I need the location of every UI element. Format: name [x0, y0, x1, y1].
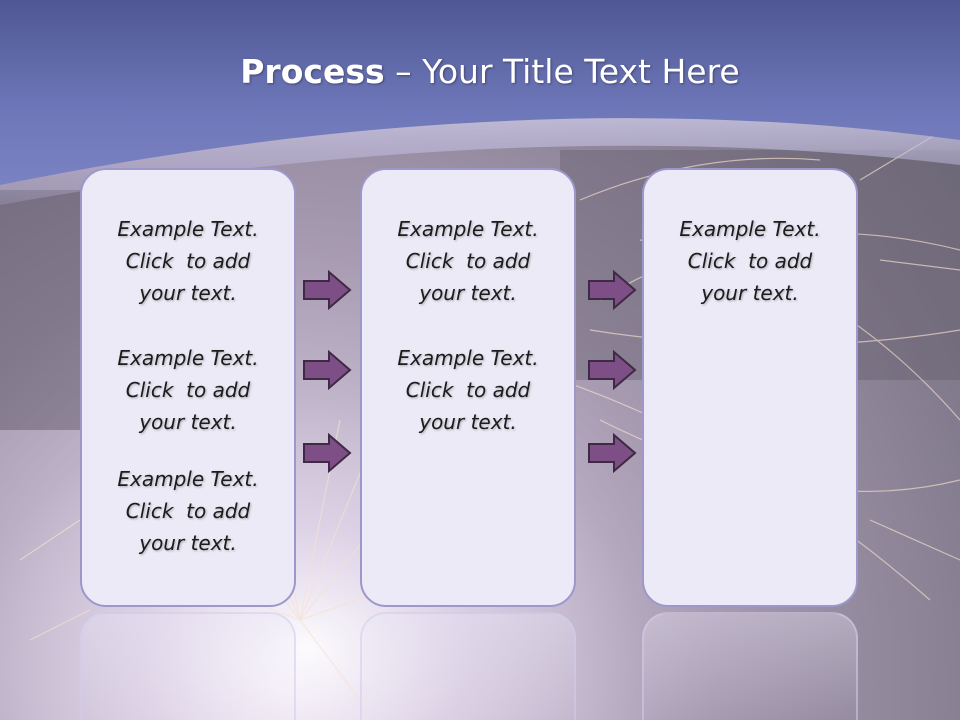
panel-2-text-2[interactable]: Example Text. Click to add your text.	[397, 346, 539, 434]
process-panel-2[interactable]: Example Text. Click to add your text. Ex…	[360, 168, 576, 607]
right-arrow-icon[interactable]	[587, 433, 637, 473]
panel-1-text-3[interactable]: Example Text. Click to add your text.	[117, 467, 259, 555]
right-arrow-icon[interactable]	[302, 433, 352, 473]
right-arrow-icon[interactable]	[302, 270, 352, 310]
slide-title[interactable]: Process – Your Title Text Here	[0, 52, 960, 91]
title-bold: Process	[240, 52, 385, 91]
panel-reflection-2	[360, 612, 576, 720]
right-arrow-icon[interactable]	[587, 270, 637, 310]
right-arrow-icon[interactable]	[587, 350, 637, 390]
panel-reflection-3	[642, 612, 858, 720]
process-panel-3[interactable]: Example Text. Click to add your text.	[642, 168, 858, 607]
panel-1-text-2[interactable]: Example Text. Click to add your text.	[117, 346, 259, 434]
right-arrow-icon[interactable]	[302, 350, 352, 390]
panel-2-text-1[interactable]: Example Text. Click to add your text.	[397, 217, 539, 305]
title-rest: – Your Title Text Here	[384, 52, 740, 91]
panel-1-text-1[interactable]: Example Text. Click to add your text.	[117, 217, 259, 305]
panel-3-text-1[interactable]: Example Text. Click to add your text.	[679, 217, 821, 305]
panel-reflection-1	[80, 612, 296, 720]
process-panel-1[interactable]: Example Text. Click to add your text. Ex…	[80, 168, 296, 607]
